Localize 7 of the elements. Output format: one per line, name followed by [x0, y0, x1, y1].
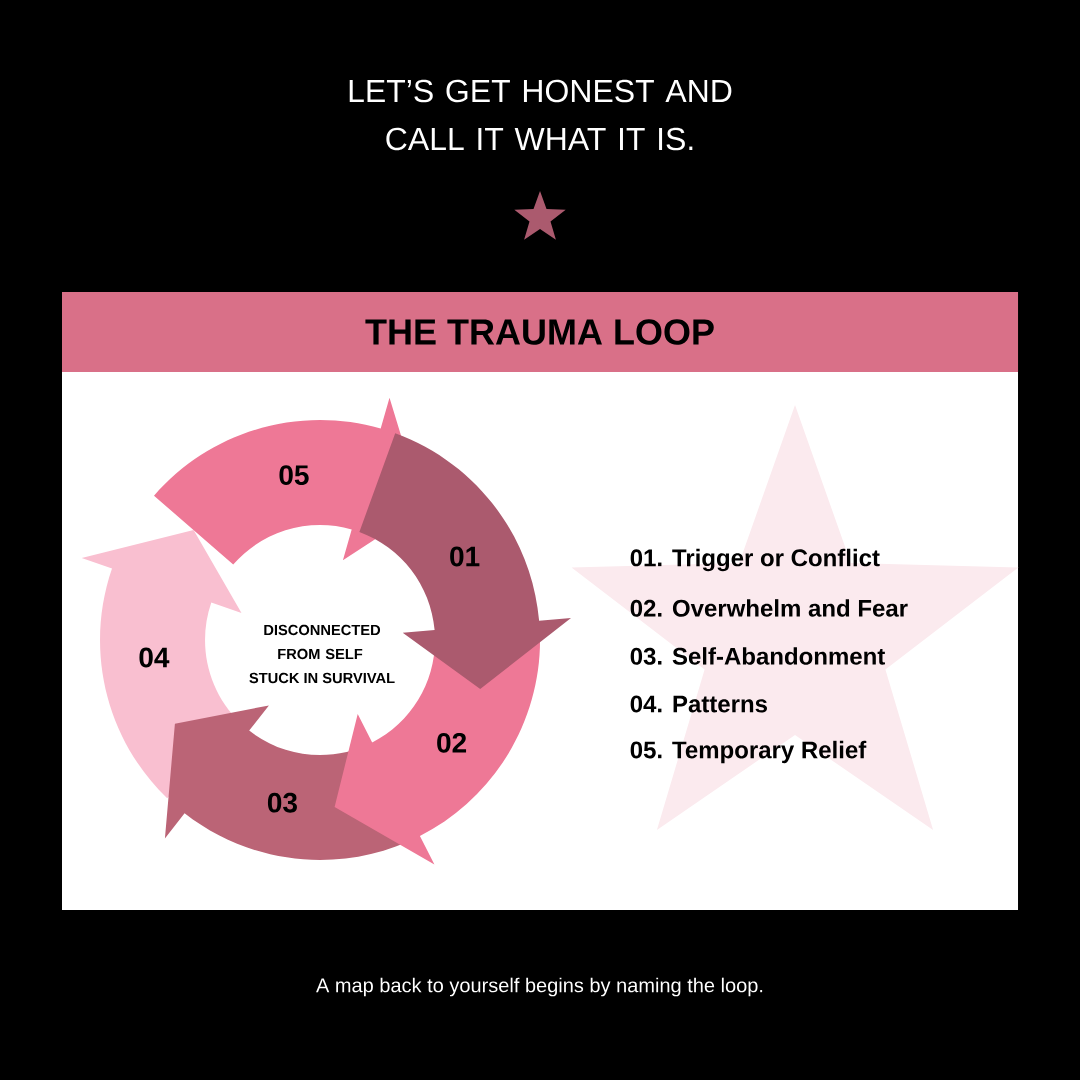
list-item: 01. Trigger or Conflict — [630, 548, 880, 572]
title: LET’S GET HONEST AND CALL IT WHAT IT IS. — [349, 79, 732, 151]
caption: A map back to yourself begins by naming the loop. — [316, 977, 763, 997]
list-item: 02. Overwhelm and Fear — [630, 599, 908, 617]
list-item: 05. Temporary Relief — [630, 740, 867, 764]
list-item: 04. Patterns — [630, 695, 767, 713]
list-item: 03. Self-Abandonment — [630, 647, 885, 665]
